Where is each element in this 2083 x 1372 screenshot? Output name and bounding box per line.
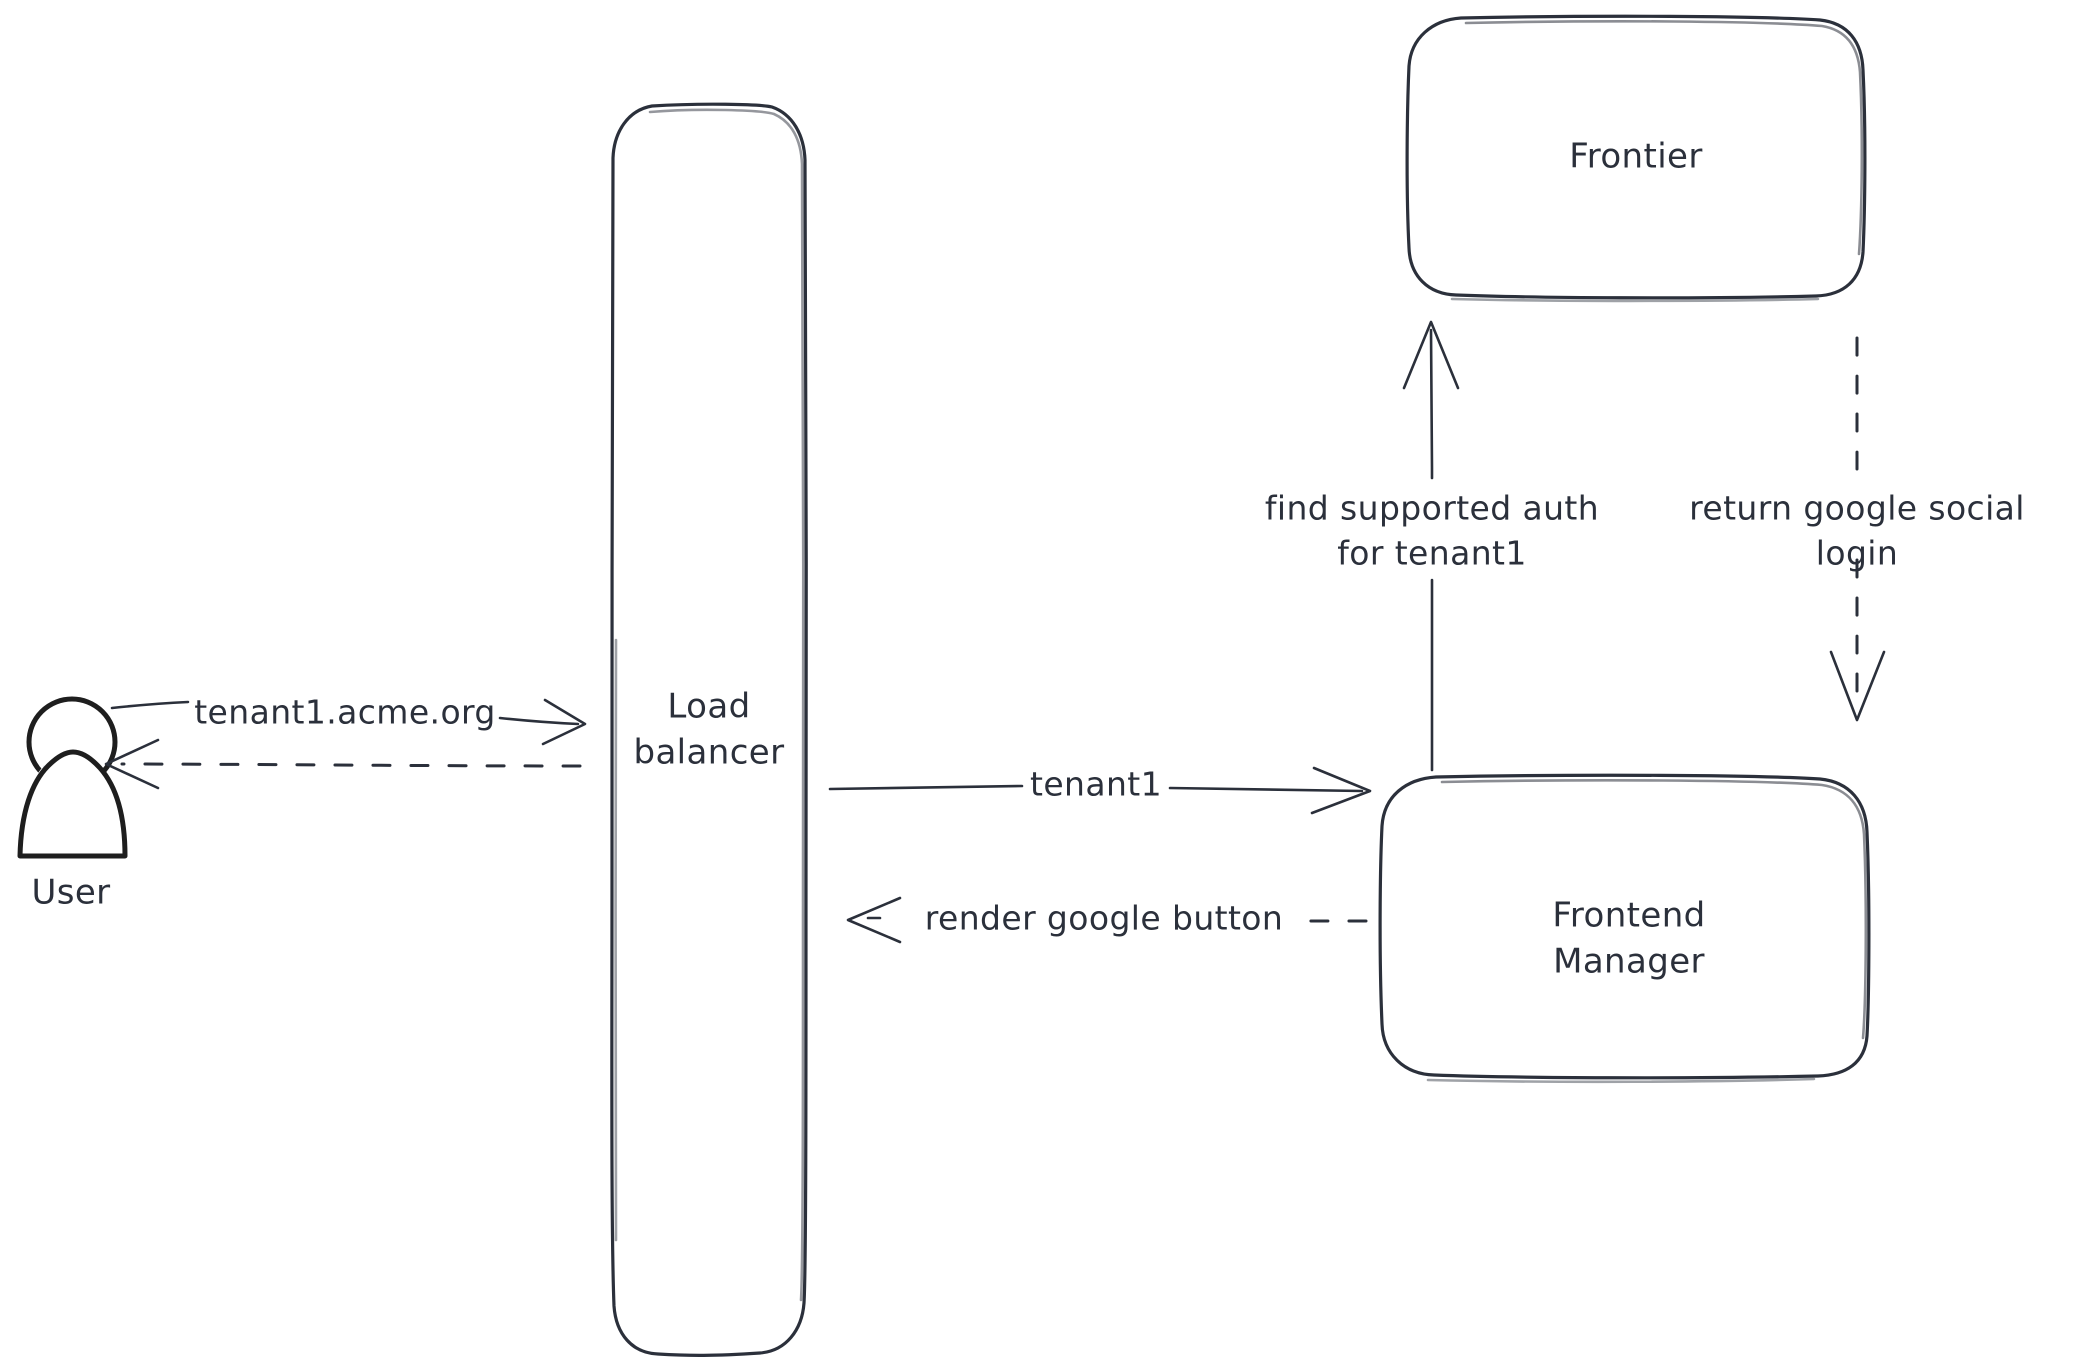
edge-load-balancer-to-frontend-manager-label: tenant1 <box>1030 765 1162 804</box>
node-load-balancer[interactable]: Load balancer <box>610 102 808 1357</box>
node-frontend-manager-label-line2: Manager <box>1553 942 1705 982</box>
edge-frontier-to-frontend-manager-label-line1: return google social <box>1689 489 2025 528</box>
node-load-balancer-label-line1: Load <box>667 687 750 727</box>
node-frontier-label: Frontier <box>1569 137 1703 177</box>
edge-frontend-manager-to-frontier-label-line1: find supported auth <box>1265 489 1599 528</box>
edge-user-to-load-balancer-label: tenant1.acme.org <box>194 693 496 732</box>
edge-user-to-load-balancer[interactable]: tenant1.acme.org <box>110 693 587 746</box>
edge-load-balancer-to-user[interactable] <box>104 738 582 790</box>
node-frontend-manager[interactable]: Frontend Manager <box>1378 773 1871 1084</box>
edge-frontend-manager-to-frontier-label-line2: for tenant1 <box>1337 534 1527 573</box>
edge-load-balancer-to-frontend-manager[interactable]: tenant1 <box>828 765 1372 815</box>
actor-user-label: User <box>31 873 110 913</box>
node-frontend-manager-label-line1: Frontend <box>1552 896 1705 936</box>
edge-frontend-manager-to-load-balancer-label: render google button <box>925 899 1283 938</box>
node-frontier[interactable]: Frontier <box>1405 14 1867 303</box>
edge-frontier-to-frontend-manager-label-line2: login <box>1816 534 1898 573</box>
node-load-balancer-label-line2: balancer <box>633 733 784 773</box>
edge-frontier-to-frontend-manager[interactable]: return google social login <box>1689 336 2025 722</box>
edge-frontend-manager-to-load-balancer[interactable]: render google button <box>846 896 1368 944</box>
edge-frontend-manager-to-frontier[interactable]: find supported auth for tenant1 <box>1265 320 1599 772</box>
actor-user[interactable]: User <box>14 690 136 913</box>
